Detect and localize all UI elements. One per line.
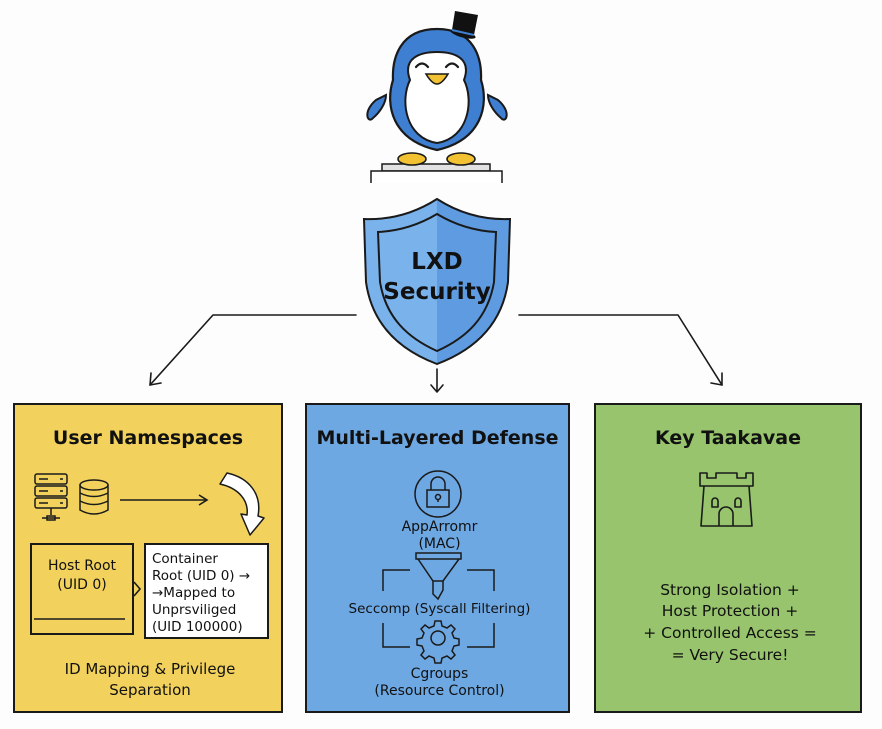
- caption-line1: ID Mapping & Privilege: [64, 660, 236, 678]
- database-icon: [79, 479, 109, 515]
- funnel-icon: [415, 552, 462, 601]
- padlock-icon: [414, 470, 462, 518]
- summary-line4: = Very Secure!: [671, 646, 789, 664]
- container-line5: (UID 100000): [152, 619, 243, 635]
- shield-title-line1: LXD: [411, 249, 463, 275]
- cgroups-line1: Cgroups: [410, 666, 469, 682]
- bracket-lines: [382, 569, 495, 648]
- pedestal-icon: [370, 163, 503, 183]
- seccomp-label: Seccomp (Syscall Filtering): [348, 601, 531, 617]
- panel-title: Key Taakavae: [655, 427, 801, 449]
- connector-right: [518, 314, 723, 386]
- server-rack-icon: [34, 473, 68, 521]
- arrow-right-icon: [120, 494, 209, 506]
- summary-line3: + Controlled Access =: [643, 624, 817, 642]
- apparmor-line1: AppArromr: [401, 519, 478, 535]
- apparmor-line2: (MAC): [418, 536, 461, 552]
- caption-line2: Separation: [109, 681, 191, 699]
- panel-title: User Namespaces: [52, 427, 244, 449]
- cgroups-line2: (Resource Control): [374, 683, 505, 699]
- container-line4: Unprsviliged: [152, 602, 237, 618]
- arrowhead-left: [149, 372, 162, 386]
- shield-title-line2: Security: [383, 279, 491, 305]
- curved-arrow-down-icon: [219, 472, 265, 536]
- panel-title: Multi-Layered Defense: [316, 427, 559, 449]
- summary-line1: Strong Isolation +: [660, 581, 800, 599]
- summary-line2: Host Protection +: [661, 602, 799, 620]
- container-line1: Container: [152, 551, 218, 567]
- gear-icon: [416, 620, 460, 664]
- panel-multi-layered-defense: Multi-Layered Defense: [305, 403, 570, 713]
- container-line2: Root (UID 0) →: [152, 568, 251, 584]
- top-hat-icon: [450, 11, 478, 39]
- connector-left: [149, 314, 357, 386]
- panel-key-takeaway: Key Taakavae: [594, 403, 862, 713]
- host-root-line2: (UID 0): [57, 577, 107, 593]
- container-root-box: Container Root (UID 0) → →Mapped to Unpr…: [144, 543, 269, 639]
- host-root-line1: Host Root: [47, 558, 117, 574]
- arrowhead-center: [430, 384, 444, 393]
- arrowhead-right: [710, 372, 723, 386]
- container-line3: →Mapped to: [152, 585, 236, 601]
